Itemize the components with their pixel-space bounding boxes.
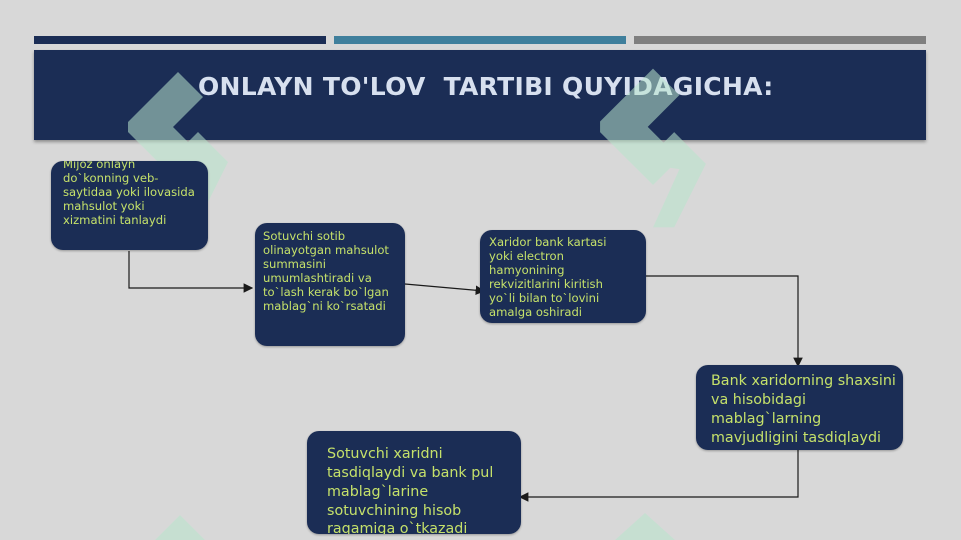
process-step-select-product: Mijoz onlayn do`konning veb-saytidaa yok… — [51, 161, 208, 250]
connector-step4-step5 — [518, 450, 799, 502]
title-banner: ONLAYN TO'LOV TARTIBI QUYIDAGICHA: — [34, 50, 926, 140]
accent-bar-teal — [334, 36, 626, 44]
page-title: ONLAYN TO'LOV TARTIBI QUYIDAGICHA: — [198, 72, 774, 101]
step-text: Sotuvchi xaridni tasdiqlaydi va bank pul… — [327, 446, 494, 534]
process-step-seller-total: Sotuvchi sotib olinayotgan mahsulot summ… — [255, 223, 405, 346]
process-step-bank-verify: Bank xaridorning shaxsini va hisobidagi … — [696, 365, 903, 450]
step-text: Mijoz onlayn do`konning veb-saytidaa yok… — [63, 161, 195, 227]
logo-watermark-icon — [600, 68, 706, 228]
connector-step1-step2 — [128, 251, 254, 293]
accent-bar-gray — [634, 36, 926, 44]
accent-bar-dark — [34, 36, 326, 44]
process-step-buyer-payment: Xaridor bank kartasi yoki electron hamyo… — [480, 230, 646, 323]
step-text: Bank xaridorning shaxsini va hisobidagi … — [711, 373, 896, 446]
logo-watermark-icon — [615, 513, 675, 540]
logo-watermark-icon — [128, 72, 228, 222]
process-step-seller-confirm: Sotuvchi xaridni tasdiqlaydi va bank pul… — [307, 431, 521, 534]
connector-step3-step4 — [645, 275, 803, 368]
step-text: Sotuvchi sotib olinayotgan mahsulot summ… — [263, 229, 389, 313]
logo-watermark-icon — [155, 515, 205, 540]
step-text: Xaridor bank kartasi yoki electron hamyo… — [489, 235, 607, 319]
connector-step2-step3 — [404, 283, 486, 296]
